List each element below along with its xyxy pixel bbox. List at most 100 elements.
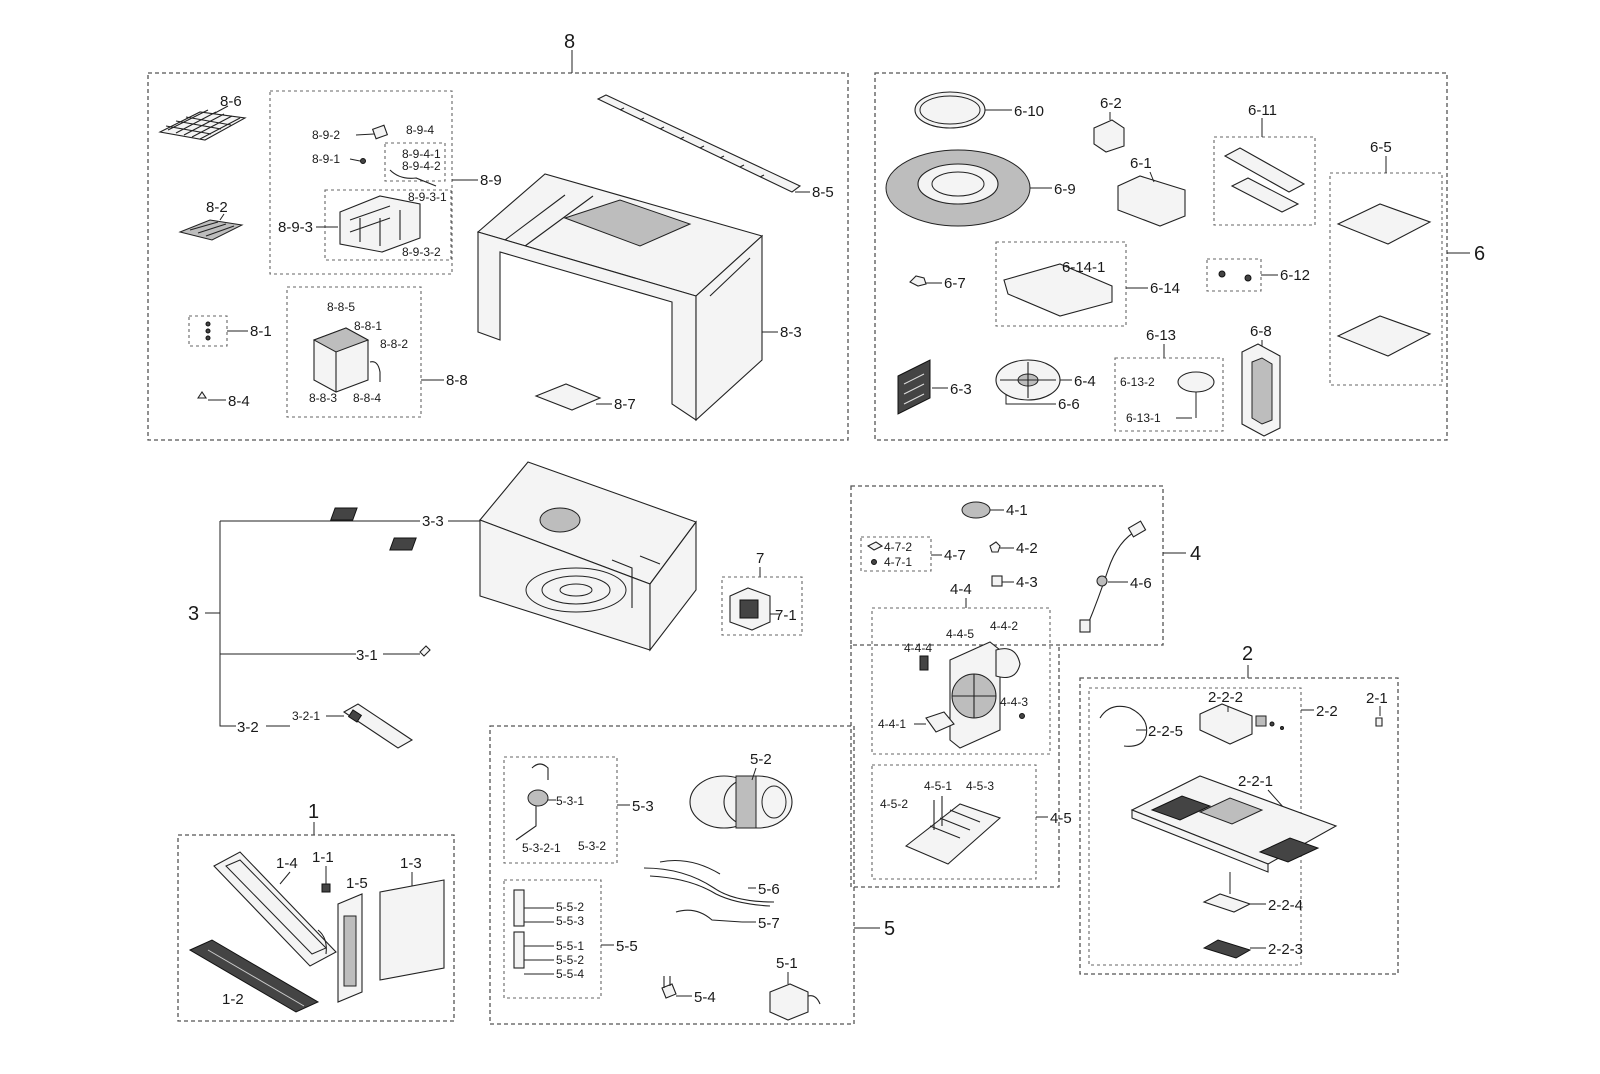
group-4: 4 4-1 4-7-2 4-7-1 4-7 4-2 4-3 4-6 4-4 4-… xyxy=(850,485,1201,888)
label-5-5-2-a: 5-5-2 xyxy=(556,900,584,914)
label-4-7-2: 4-7-2 xyxy=(884,540,912,554)
label-1-3: 1-3 xyxy=(400,855,422,872)
control-pad-part xyxy=(337,893,363,1003)
screw-set-box xyxy=(188,315,228,347)
subgroup-4-7-boundary xyxy=(860,536,932,572)
group-8-boundary xyxy=(147,72,849,441)
subgroup-8-9-boundary xyxy=(269,90,453,275)
label-3-1: 3-1 xyxy=(356,647,378,664)
grille-part xyxy=(158,109,247,141)
subgroup-8-9-3-boundary xyxy=(324,189,452,261)
label-1-2: 1-2 xyxy=(222,991,244,1008)
label-8-3: 8-3 xyxy=(780,324,802,341)
label-8-8-3: 8-8-3 xyxy=(309,391,337,405)
label-8-9-3-1: 8-9-3-1 xyxy=(408,190,447,204)
label-8-9-4-1: 8-9-4-1 xyxy=(402,147,441,161)
control-panel-part xyxy=(342,703,414,749)
label-5-4: 5-4 xyxy=(694,989,716,1006)
label-6-1: 6-1 xyxy=(1130,155,1152,172)
group-8: 8 8-6 8-2 8-1 8-4 8-9 8-9-2 xyxy=(147,31,849,441)
label-1-5: 1-5 xyxy=(346,875,368,892)
label-8-8-4: 8-8-4 xyxy=(353,391,381,405)
group-2-boundary xyxy=(1079,677,1399,975)
label-4-3: 4-3 xyxy=(1016,574,1038,591)
label-1-4: 1-4 xyxy=(276,855,298,872)
label-8-9-4-2: 8-9-4-2 xyxy=(402,159,441,173)
label-6-14-1: 6-14-1 xyxy=(1062,259,1105,276)
subgroup-4-5-boundary xyxy=(871,764,1037,880)
label-6-14: 6-14 xyxy=(1150,280,1180,297)
subgroup-5-3-boundary xyxy=(503,756,618,864)
label-6-13-1: 6-13-1 xyxy=(1126,411,1161,425)
label-8-8-5: 8-8-5 xyxy=(327,300,355,314)
group-7-number: 7 xyxy=(756,550,764,567)
group-7: 7 7-1 xyxy=(721,550,803,636)
label-8-9-1: 8-9-1 xyxy=(312,152,340,166)
label-4-5-1: 4-5-1 xyxy=(924,779,952,793)
label-2-2-4: 2-2-4 xyxy=(1268,897,1303,914)
label-5-3: 5-3 xyxy=(632,798,654,815)
fan-motor-part xyxy=(919,641,1021,749)
label-6-10: 6-10 xyxy=(1014,103,1044,120)
subgroup-6-14-boundary xyxy=(995,241,1127,327)
label-2-2-1: 2-2-1 xyxy=(1238,773,1273,790)
label-5-3-1: 5-3-1 xyxy=(556,794,584,808)
subgroup-5-5-boundary xyxy=(503,879,602,999)
label-7-1: 7-1 xyxy=(775,607,797,624)
label-6-11: 6-11 xyxy=(1248,102,1277,119)
label-6-4: 6-4 xyxy=(1074,373,1096,390)
label-2-2-2: 2-2-2 xyxy=(1208,689,1243,706)
label-5-5-2-b: 5-5-2 xyxy=(556,953,584,967)
group-6: 6 6-10 6-9 6-2 6-1 6-11 6-5 6-7 xyxy=(874,72,1485,441)
label-4-1: 4-1 xyxy=(1006,502,1028,519)
group-2-number: 2 xyxy=(1242,643,1253,665)
label-3-2-1: 3-2-1 xyxy=(292,709,320,723)
label-5-5: 5-5 xyxy=(616,938,638,955)
label-4-6: 4-6 xyxy=(1130,575,1152,592)
label-6-13-2: 6-13-2 xyxy=(1120,375,1155,389)
label-6-3: 6-3 xyxy=(950,381,972,398)
label-8-9-2: 8-9-2 xyxy=(312,128,340,142)
outer-case-part xyxy=(476,173,764,422)
door-part xyxy=(213,851,337,967)
label-6-9: 6-9 xyxy=(1054,181,1076,198)
label-5-3-2: 5-3-2 xyxy=(578,839,606,853)
subgroup-6-13-boundary xyxy=(1114,357,1224,432)
power-cord-part xyxy=(1079,520,1147,633)
label-6-8: 6-8 xyxy=(1250,323,1272,340)
label-4-5: 4-5 xyxy=(1050,810,1072,827)
label-8-8: 8-8 xyxy=(446,372,468,389)
label-4-4-2: 4-4-2 xyxy=(990,619,1018,633)
subgroup-8-9-4-boundary xyxy=(384,142,446,182)
transformer-part xyxy=(729,587,771,631)
label-8-9-3: 8-9-3 xyxy=(278,219,313,236)
label-6-7: 6-7 xyxy=(944,275,966,292)
label-5-3-2-1: 5-3-2-1 xyxy=(522,841,561,855)
filter-part xyxy=(178,219,244,241)
label-8-4: 8-4 xyxy=(228,393,250,410)
label-5-6: 5-6 xyxy=(758,881,780,898)
label-4-4-1: 4-4-1 xyxy=(878,717,906,731)
label-8-9: 8-9 xyxy=(480,172,502,189)
subgroup-8-8-boundary xyxy=(286,286,422,418)
label-5-2: 5-2 xyxy=(750,751,772,768)
label-8-8-2: 8-8-2 xyxy=(380,337,408,351)
control-bracket-part xyxy=(339,195,421,253)
group-5-number: 5 xyxy=(884,918,895,940)
group-4-boundary-top xyxy=(850,485,1164,646)
label-2-2: 2-2 xyxy=(1316,703,1338,720)
label-8-9-4: 8-9-4 xyxy=(406,123,434,137)
subgroup-6-11-boundary xyxy=(1213,136,1316,226)
label-8-8-1: 8-8-1 xyxy=(354,319,382,333)
label-4-7: 4-7 xyxy=(944,547,966,564)
label-8-7: 8-7 xyxy=(614,396,636,413)
label-8-9-3-2: 8-9-3-2 xyxy=(402,245,441,259)
group-3-number: 3 xyxy=(188,603,199,625)
group-5: 5 5-3 5-3-1 5-3-2-1 5-3-2 5-2 5-6 5-7 5-… xyxy=(489,725,895,1025)
group-5-boundary xyxy=(489,725,855,1025)
cavity-assembly-part xyxy=(330,461,697,652)
label-6-6: 6-6 xyxy=(1058,396,1080,413)
subgroup-6-12-boundary xyxy=(1206,258,1262,292)
base-plate-part xyxy=(1130,775,1338,873)
group-2: 2 2-1 2-2 2-2-5 2-2-2 2-2-1 xyxy=(1079,643,1399,975)
